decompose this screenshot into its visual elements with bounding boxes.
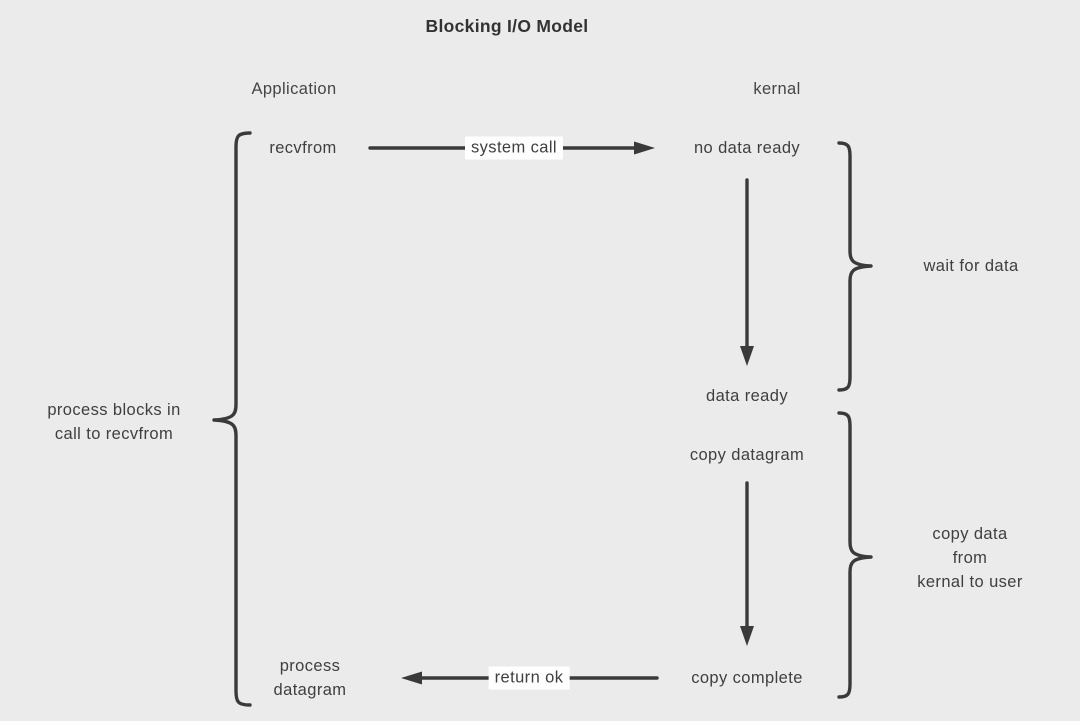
node-recvfrom: recvfrom (269, 139, 337, 157)
return-ok-arrowhead (401, 671, 422, 685)
application-column-label: Application (251, 80, 337, 98)
system-call-arrowhead (634, 141, 655, 155)
copy-arrowhead (740, 626, 754, 646)
kernel-column-label: kernal (753, 80, 801, 98)
annotation-copy-data-from-kernel: copy data from kernal to user (917, 525, 1023, 591)
wait-for-data-brace (837, 141, 873, 392)
diagram-title: Blocking I/O Model (425, 16, 589, 36)
wait-arrowhead (740, 346, 754, 366)
copy-data-brace (837, 411, 873, 699)
annotation-wait-for-data: wait for data (923, 257, 1019, 275)
node-copy-datagram: copy datagram (689, 446, 805, 464)
node-data-ready: data ready (706, 387, 788, 405)
node-process-datagram: process datagram (273, 657, 347, 699)
edge-label-return-ok: return ok (488, 666, 570, 690)
edge-label-system-call: system call (465, 136, 563, 160)
left-brace (212, 131, 252, 707)
node-no-data-ready: no data ready (693, 139, 801, 157)
annotation-process-blocks: process blocks in call to recvfrom (47, 401, 181, 443)
node-copy-complete: copy complete (691, 669, 803, 687)
